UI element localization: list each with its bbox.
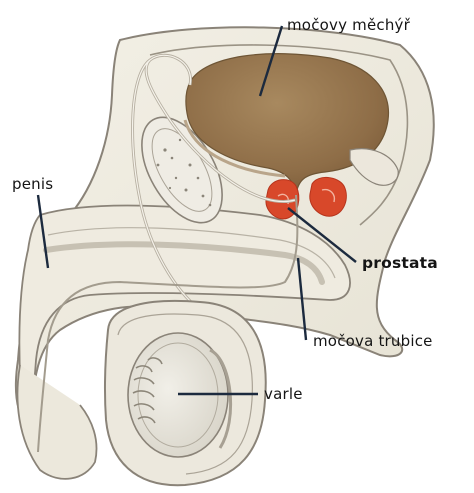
testis-label: varle <box>264 385 303 403</box>
penis-tip <box>17 365 96 479</box>
urethra-label: močova trubice <box>313 332 433 350</box>
penis-label: penis <box>12 175 53 193</box>
prostate-label: prostata <box>362 254 438 272</box>
bladder-label: močovy měchýř <box>287 16 410 34</box>
